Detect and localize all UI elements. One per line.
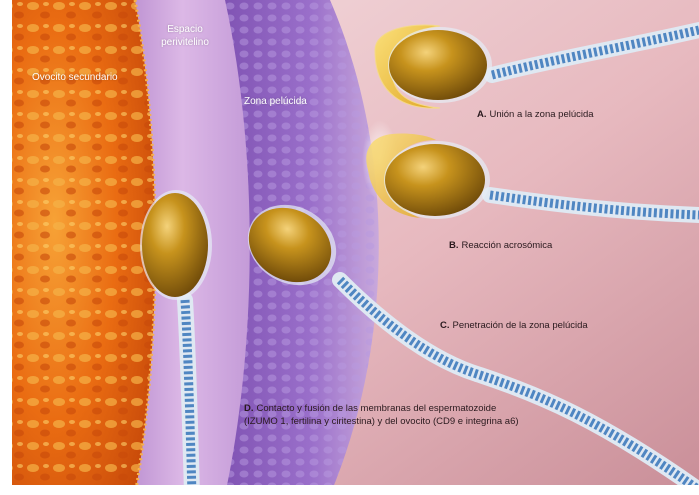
step-d-letter: D. xyxy=(244,403,254,414)
step-c-label: C.Penetración de la zona pelúcida xyxy=(440,320,588,333)
step-d-text: Contacto y fusión de las membranas del e… xyxy=(257,403,497,414)
step-b-letter: B. xyxy=(449,240,459,251)
step-a-label: A.Unión a la zona pelúcida xyxy=(477,109,594,122)
label-perivitelline: Espacio perivitelino xyxy=(140,24,230,49)
step-a-text: Unión a la zona pelúcida xyxy=(490,109,594,120)
step-c-letter: C. xyxy=(440,320,450,331)
bottom-border xyxy=(0,485,699,495)
label-zona: Zona pelúcida xyxy=(244,96,307,109)
step-a-letter: A. xyxy=(477,109,487,120)
step-c-text: Penetración de la zona pelúcida xyxy=(453,320,588,331)
step-b-label: B.Reacción acrosómica xyxy=(449,240,552,253)
step-d-label: D.Contacto y fusión de las membranas del… xyxy=(244,403,519,429)
label-perivitelline-line2: perivitelino xyxy=(140,37,230,50)
step-d-line1: D.Contacto y fusión de las membranas del… xyxy=(244,403,519,416)
label-perivitelline-line1: Espacio xyxy=(140,24,230,37)
step-d-line2: (IZUMO 1, fertilina y ciritestina) y del… xyxy=(244,416,519,429)
step-b-text: Reacción acrosómica xyxy=(462,240,553,251)
left-border xyxy=(0,0,12,495)
label-oocyte: Ovocito secundario xyxy=(32,72,118,85)
